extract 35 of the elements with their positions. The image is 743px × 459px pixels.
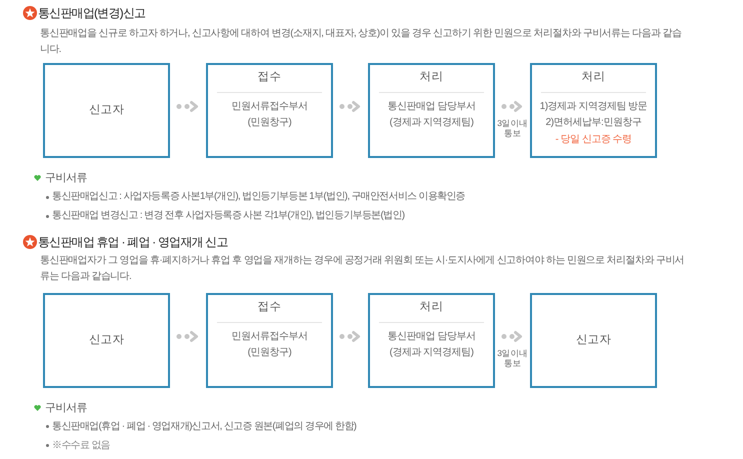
description-text: 통신판매업자가 그 영업을 휴·폐지하거나 휴업 후 영업을 재개하는 경우에 공정거래 위원회 또는 시·도지사에게 신고하여야 하는 민원으로 처리절차와 구비서류는 다음과 같습니다. — [40, 254, 685, 284]
box-text: 신고자 — [88, 103, 124, 118]
box-heading: 처리 — [420, 300, 444, 315]
process-box — [43, 293, 170, 388]
section-heading: 통신판매업(변경)신고 — [38, 5, 146, 21]
subheading: 구비서류 — [45, 170, 87, 184]
box-heading: 처리 — [582, 70, 606, 85]
process-box — [206, 293, 333, 388]
box-text: 민원서류접수부서 (민원창구) — [230, 330, 308, 360]
process-box — [368, 63, 495, 158]
box-text: 2)면허세납부:민원창구 — [546, 116, 642, 130]
subheading: 구비서류 — [45, 400, 87, 414]
box-text: 통신판매업 담당부서 (경제과 지역경제팀) — [386, 330, 476, 360]
box-text: 1)경제과 지역경제팀 방문 — [540, 100, 648, 114]
list-item: 통신판매업신고 : 사업자등록증 사본1부(개인), 법인등기부등본 1부(법인), 구매안전서비스 이용확인증 — [52, 190, 466, 204]
list-item: 통신판매업(휴업 · 폐업 · 영업재개)신고서, 신고증 원본(폐업의 경우에 한함) — [52, 420, 356, 434]
process-box — [43, 63, 170, 158]
box-heading: 접수 — [258, 70, 282, 85]
section-heading: 통신판매업 휴업 · 폐업 · 영업재개 신고 — [38, 234, 228, 250]
process-box — [368, 293, 495, 388]
process-box — [530, 63, 657, 158]
description-text: 통신판매업을 신규로 하고자 하거나, 신고사항에 대하여 변경(소재지, 대표자, 상호)이 있을 경우 신고하기 위한 민원으로 처리절차와 구비서류는 다음과 같습니다. — [40, 27, 682, 57]
box-text: 신고자 — [576, 333, 612, 348]
edge-label: 3일이내 통보 — [497, 348, 528, 368]
list-item: 통신판매업 변경신고 : 변경 전후 사업자등록증 사본 각1부(개인), 법인등기부등본(법인) — [52, 209, 404, 223]
box-heading: 처리 — [420, 70, 444, 85]
list-item: ※수수료 없음 — [52, 438, 110, 452]
edge-label: 3일이내 통보 — [497, 118, 528, 138]
box-text: 통신판매업 담당부서 (경제과 지역경제팀) — [386, 100, 476, 130]
process-box — [530, 293, 657, 388]
process-box — [206, 63, 333, 158]
box-text: 민원서류접수부서 (민원창구) — [230, 100, 308, 130]
box-text: 신고자 — [88, 333, 124, 348]
box-text: - 당일 신고증 수령 — [555, 132, 632, 146]
box-heading: 접수 — [258, 300, 282, 315]
